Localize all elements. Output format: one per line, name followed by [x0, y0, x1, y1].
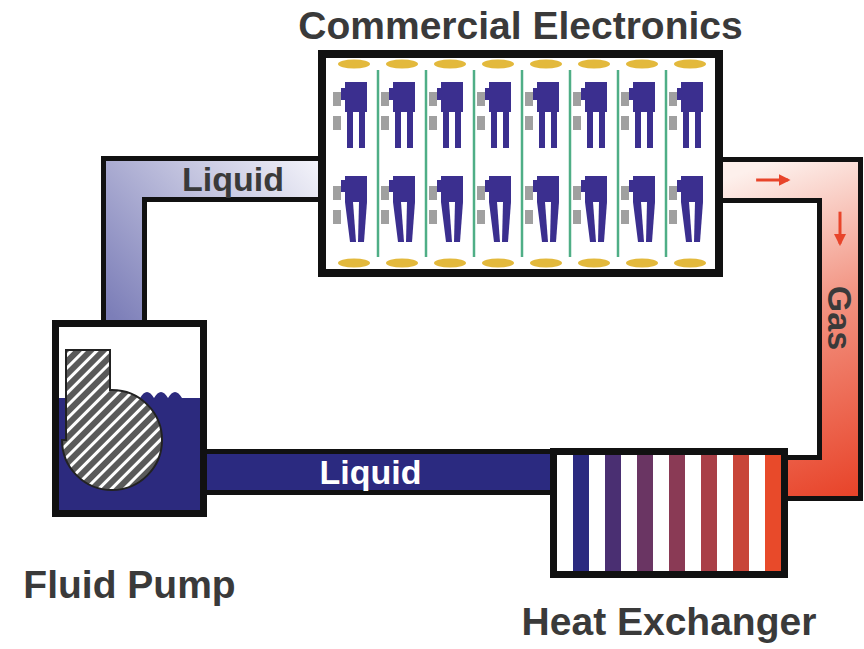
circuit-card [573, 60, 610, 268]
circuit-card [477, 60, 514, 268]
electronics-rack: Commercial Electronics [318, 50, 723, 277]
exchanger-fin [701, 455, 717, 571]
node-label: Fluid Pump [23, 565, 235, 606]
rack-interior [326, 58, 715, 269]
exchanger-interior [557, 455, 781, 571]
pipe-label: Liquid [320, 455, 422, 489]
card-divider [425, 70, 428, 257]
pipe-fluid [207, 454, 550, 490]
card-divider [473, 70, 476, 257]
exchanger-fin [765, 455, 781, 571]
circuit-card [333, 60, 370, 268]
pipe-label: Gas [823, 286, 857, 350]
card-divider [569, 70, 572, 257]
circuit-card [429, 60, 466, 268]
card-divider [521, 70, 524, 257]
exchanger-fin [573, 455, 589, 571]
circuit-card [381, 60, 418, 268]
flow-arrow [756, 179, 788, 182]
node-label: Commercial Electronics [298, 6, 742, 47]
circuit-card [669, 60, 706, 268]
card-dividers [378, 70, 666, 257]
heat-exchanger: Heat Exchanger [550, 448, 788, 578]
exchanger-fin [605, 455, 621, 571]
liquid-pipe [124, 179, 318, 320]
pump-impeller [62, 350, 162, 490]
pipe-wall [124, 179, 318, 320]
pipe-label: Liquid [182, 162, 284, 196]
circuit-card [525, 60, 562, 268]
fluid-pump: Fluid Pump [52, 320, 207, 517]
pump-interior [59, 327, 200, 510]
exchanger-fin [733, 455, 749, 571]
exchanger-fin [637, 455, 653, 571]
card-divider [665, 70, 668, 257]
flow-arrow [839, 212, 842, 244]
pipe-fluid [124, 179, 318, 320]
circuit-card [621, 60, 658, 268]
node-label: Heat Exchanger [522, 602, 817, 643]
card-divider [617, 70, 620, 257]
card-divider [377, 70, 380, 257]
exchanger-fin [669, 455, 685, 571]
pipe-wall [207, 449, 550, 495]
